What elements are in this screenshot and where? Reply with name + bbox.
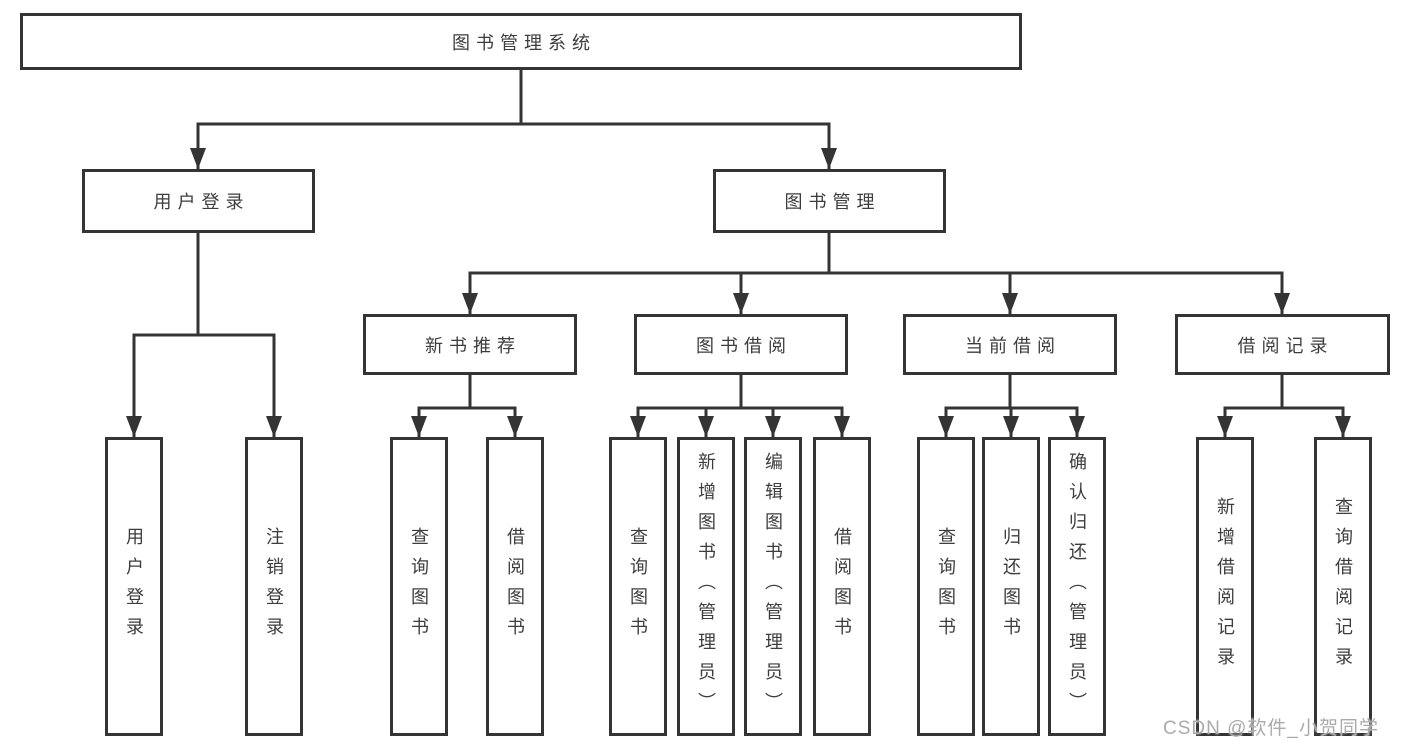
node-root: 图书管理系统 [20,13,1022,70]
tree-edges [132,70,1345,437]
leaf-borrow-books: 借阅图书 [813,437,871,736]
node-book-borrowing: 图书借阅 [634,314,848,375]
node-user-login: 用户登录 [82,169,315,233]
node-new-book-recommend: 新书推荐 [363,314,577,375]
leaf-user-login: 用户登录 [105,437,163,736]
node-borrowing-records: 借阅记录 [1175,314,1390,375]
leaf-query-books-borrow: 查询图书 [609,437,667,736]
node-current-borrowing: 当前借阅 [903,314,1117,375]
leaf-query-books-recommend: 查询图书 [390,437,448,736]
csdn-watermark: CSDN @软件_小贺同学 [1163,718,1379,739]
leaf-add-borrow-record: 新增借阅记录 [1196,437,1254,736]
leaf-add-books-admin: 新增图书（管理员） [677,437,735,736]
leaf-borrow-books-recommend: 借阅图书 [486,437,544,736]
node-book-management: 图书管理 [713,169,946,233]
leaf-confirm-return-admin: 确认归还（管理员） [1048,437,1106,736]
leaf-logout: 注销登录 [245,437,303,736]
leaf-query-books-current: 查询图书 [917,437,975,736]
leaf-query-borrow-record: 查询借阅记录 [1314,437,1372,736]
leaf-edit-books-admin: 编辑图书（管理员） [744,437,802,736]
leaf-return-books: 归还图书 [982,437,1040,736]
